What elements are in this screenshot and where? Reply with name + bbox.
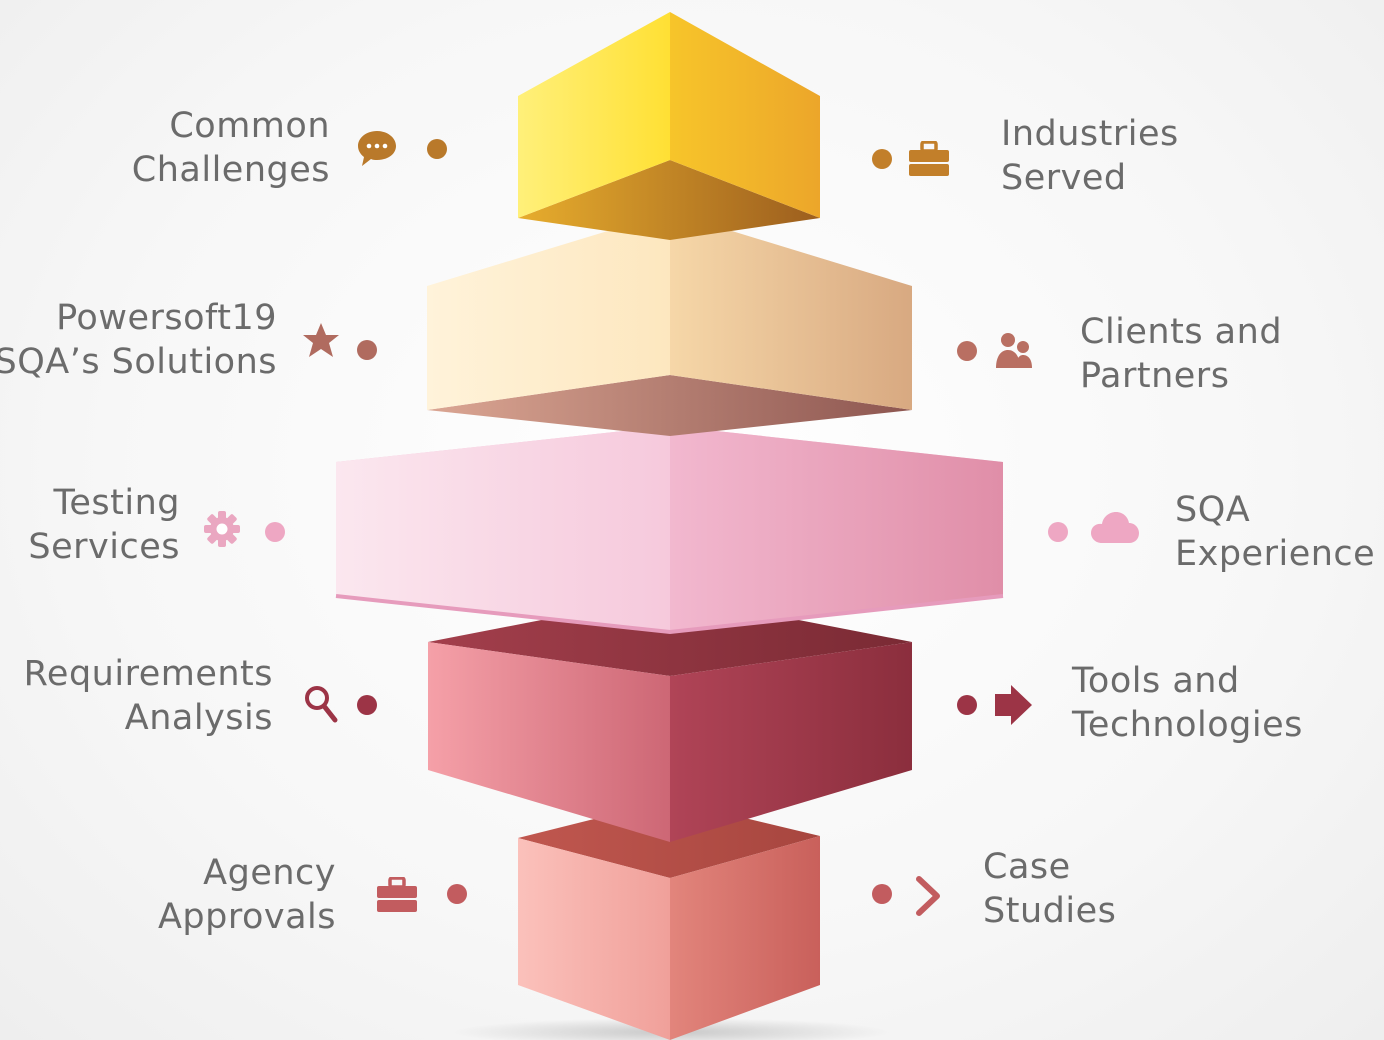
label-line: Approvals [157, 897, 336, 937]
label-line: Industries [1001, 114, 1179, 154]
tier-2-block [427, 212, 912, 436]
label-line: Tools and [1072, 661, 1240, 701]
connector-dot [447, 884, 467, 904]
label-line: Studies [983, 891, 1117, 931]
label-clients-partners[interactable]: Clients and Partners [1080, 310, 1282, 398]
connector-dot [957, 695, 977, 715]
connector-dot [872, 884, 892, 904]
label-line: Requirements [23, 654, 273, 694]
label-testing-services[interactable]: Testing Services [28, 481, 180, 569]
arrow-right-icon [995, 685, 1032, 725]
connector-dot [957, 341, 977, 361]
label-line: SQA [1175, 490, 1251, 530]
label-line: Services [28, 527, 180, 567]
connector-dot [1048, 522, 1068, 542]
label-line: Common [169, 106, 330, 146]
label-line: Served [1001, 158, 1127, 198]
label-line: Experience [1175, 534, 1376, 574]
label-common-challenges[interactable]: Common Challenges [132, 104, 330, 192]
users-icon [996, 333, 1032, 368]
connector-dot [265, 522, 285, 542]
tier-4-block [428, 595, 912, 842]
chat-bubble-icon [358, 131, 396, 166]
tier-3-block [335, 426, 1004, 635]
label-line: Partners [1080, 356, 1230, 396]
label-tools-technologies[interactable]: Tools and Technologies [1072, 659, 1303, 747]
label-line: Analysis [124, 698, 273, 738]
connector-dot [427, 139, 447, 159]
label-line: Technologies [1072, 705, 1303, 745]
label-line: Case [983, 847, 1071, 887]
star-icon [303, 323, 339, 357]
briefcase-icon [909, 141, 949, 176]
label-line: Agency [203, 853, 336, 893]
label-line: SQA’s Solutions [0, 342, 277, 382]
search-icon [305, 686, 338, 723]
label-line: Testing [53, 483, 180, 523]
chevron-right-icon [916, 876, 940, 916]
label-requirements-analysis[interactable]: Requirements Analysis [24, 652, 273, 740]
label-agency-approvals[interactable]: Agency Approvals [158, 851, 336, 939]
label-solutions[interactable]: Powersoft19 SQA’s Solutions [0, 296, 277, 384]
label-industries-served[interactable]: Industries Served [1001, 112, 1179, 200]
connector-dot [357, 340, 377, 360]
label-line: Clients and [1080, 312, 1283, 352]
gear-icon [204, 511, 240, 547]
connector-dot [872, 149, 892, 169]
cloud-icon [1091, 512, 1139, 543]
tier-1-block [518, 12, 820, 240]
label-line: Powersoft19 [56, 298, 277, 338]
label-case-studies[interactable]: Case Studies [983, 845, 1116, 933]
label-line: Challenges [131, 150, 330, 190]
label-sqa-experience[interactable]: SQA Experience [1175, 488, 1375, 576]
connector-dot [357, 695, 377, 715]
briefcase-icon [377, 877, 417, 912]
